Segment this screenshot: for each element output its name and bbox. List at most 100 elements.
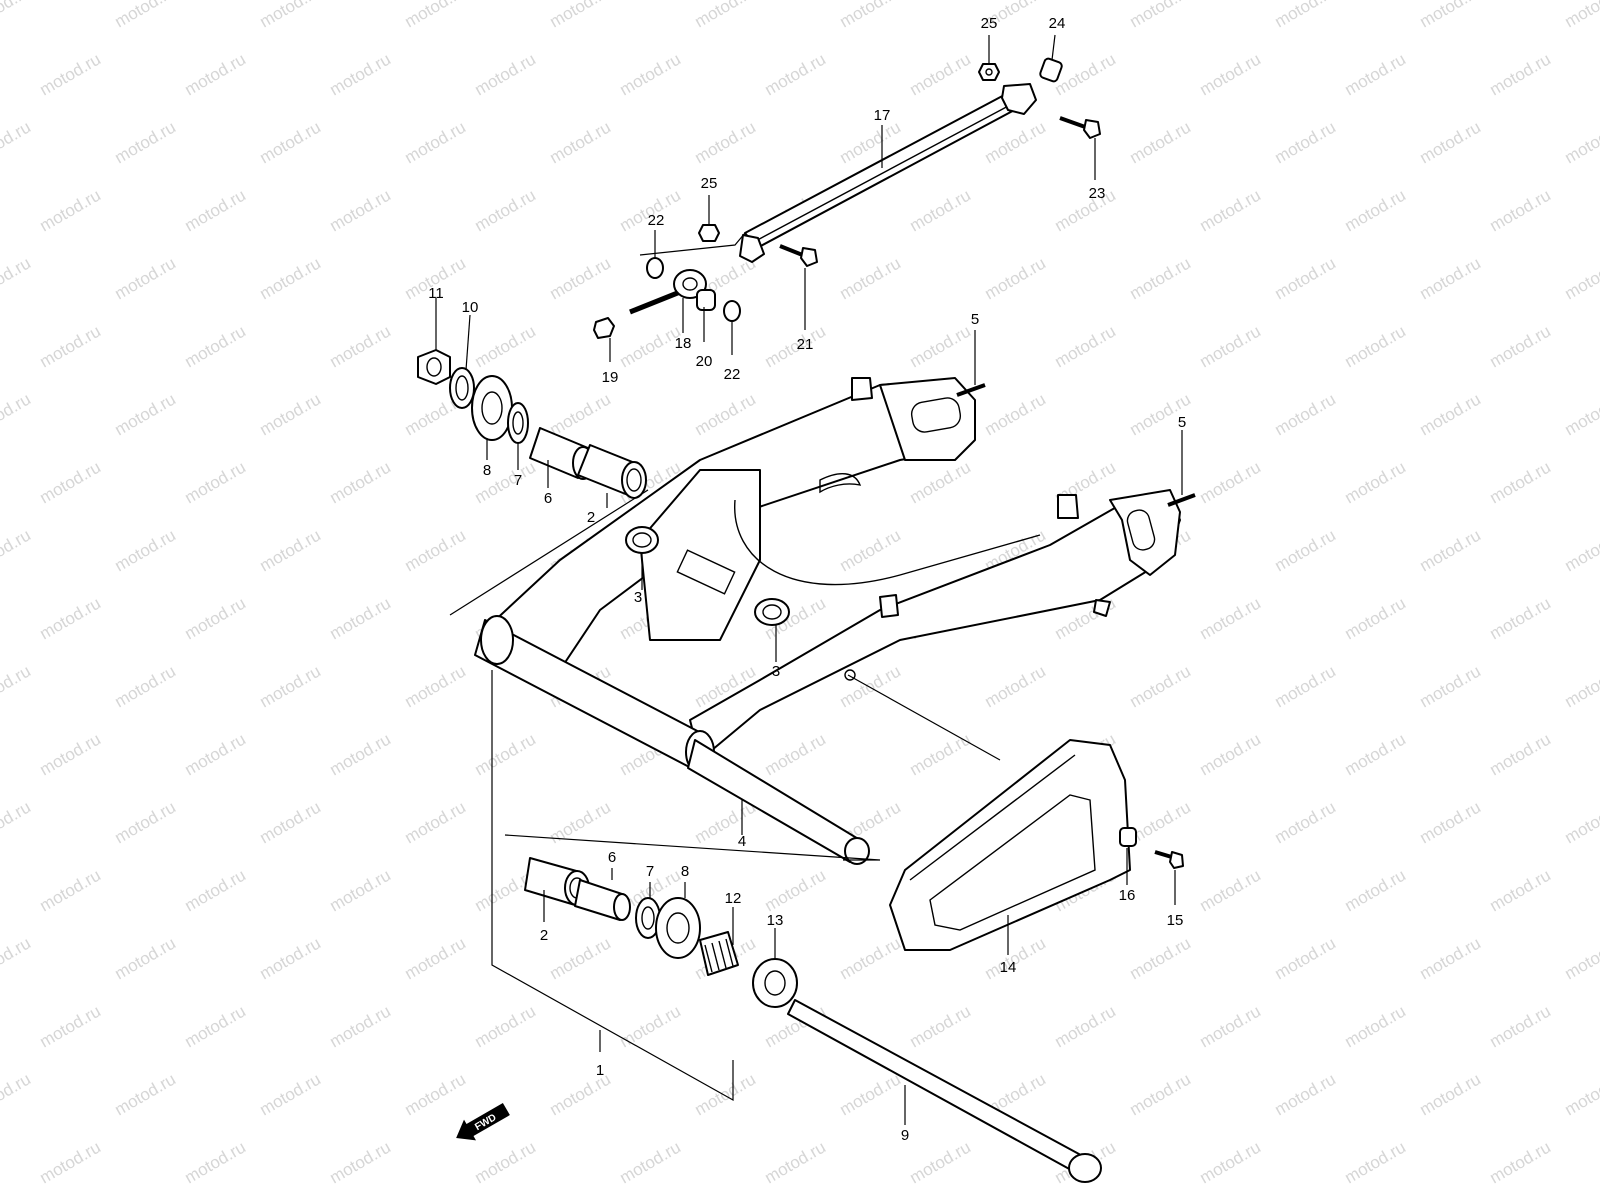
watermark-text: motod.ru <box>181 1001 249 1051</box>
watermark-text: motod.ru <box>326 185 394 235</box>
watermark-text: motod.ru <box>1196 729 1264 779</box>
bearing-part-2-upper <box>577 444 647 499</box>
watermark-text: motod.ru <box>981 253 1049 303</box>
watermark-text: motod.ru <box>1561 525 1600 575</box>
watermark-text: motod.ru <box>546 117 614 167</box>
callout-number-22: 22 <box>648 212 665 229</box>
watermark-text: motod.ru <box>181 185 249 235</box>
watermark-text: motod.ru <box>256 525 324 575</box>
watermark-text: motod.ru <box>36 865 104 915</box>
watermark-text: motod.ru <box>111 797 179 847</box>
watermark-text: motod.ru <box>981 389 1049 439</box>
watermark-text: motod.ru <box>761 729 829 779</box>
watermark-text: motod.ru <box>761 1137 829 1187</box>
callout-number-12: 12 <box>725 890 742 907</box>
watermark-text: motod.ru <box>1051 49 1119 99</box>
watermark-text: motod.ru <box>256 253 324 303</box>
callout-number-13: 13 <box>767 912 784 929</box>
seal-part-8-upper <box>471 375 513 441</box>
watermark-text: motod.ru <box>111 389 179 439</box>
watermark-text: motod.ru <box>0 933 34 983</box>
watermark-text: motod.ru <box>1561 117 1600 167</box>
watermark-text: motod.ru <box>906 729 974 779</box>
watermark-text: motod.ru <box>1196 185 1264 235</box>
watermark-text: motod.ru <box>471 729 539 779</box>
watermark-text: motod.ru <box>1486 865 1554 915</box>
watermark-text: motod.ru <box>1126 1069 1194 1119</box>
spacer-part-6-lower <box>574 879 631 921</box>
watermark-text: motod.ru <box>471 1001 539 1051</box>
watermark-text: motod.ru <box>1196 1137 1264 1187</box>
callout-number-10: 10 <box>462 299 479 316</box>
watermark-text: motod.ru <box>761 865 829 915</box>
watermark-text: motod.ru <box>1486 49 1554 99</box>
watermark-text: motod.ru <box>0 0 34 31</box>
callout-number-15: 15 <box>1167 912 1184 929</box>
watermark-text: motod.ru <box>401 525 469 575</box>
watermark-text: motod.ru <box>181 1137 249 1187</box>
watermark-text: motod.ru <box>546 389 614 439</box>
watermark-text: motod.ru <box>471 49 539 99</box>
callout-number-5: 5 <box>1178 414 1186 431</box>
watermark-text: motod.ru <box>1196 593 1264 643</box>
callout-number-23: 23 <box>1089 185 1106 202</box>
watermark-text: motod.ru <box>36 1001 104 1051</box>
watermark-text: motod.ru <box>1051 321 1119 371</box>
watermark-text: motod.ru <box>1126 253 1194 303</box>
watermark-text: motod.ru <box>1486 457 1554 507</box>
watermark-text: motod.ru <box>836 1069 904 1119</box>
watermark-text: motod.ru <box>0 797 34 847</box>
watermark-text: motod.ru <box>1416 253 1484 303</box>
watermark-text: motod.ru <box>181 729 249 779</box>
watermark-text: motod.ru <box>0 389 34 439</box>
watermark-text: motod.ru <box>1341 1001 1409 1051</box>
watermark-text: motod.ru <box>691 797 759 847</box>
washer-part-22-right <box>723 300 741 322</box>
callout-number-3: 3 <box>772 663 780 680</box>
watermark-text: motod.ru <box>111 1069 179 1119</box>
watermark-text: motod.ru <box>256 933 324 983</box>
watermark-text: motod.ru <box>1271 253 1339 303</box>
watermark-text: motod.ru <box>1341 865 1409 915</box>
watermark-text: motod.ru <box>111 117 179 167</box>
watermark-text: motod.ru <box>1416 797 1484 847</box>
watermark-text: motod.ru <box>0 117 34 167</box>
watermark-text: motod.ru <box>1486 185 1554 235</box>
bolt-part-23 <box>1059 116 1101 139</box>
watermark-text: motod.ru <box>836 661 904 711</box>
locknut-part-13 <box>752 958 798 1008</box>
watermark-text: motod.ru <box>1271 661 1339 711</box>
callout-number-19: 19 <box>602 369 619 386</box>
callout-number-2: 2 <box>587 509 595 526</box>
collar-part-16 <box>1119 827 1137 847</box>
pivot-shaft-part-4 <box>687 739 870 865</box>
watermark-text: motod.ru <box>256 117 324 167</box>
watermark-text: motod.ru <box>906 1001 974 1051</box>
watermark-text: motod.ru <box>36 457 104 507</box>
watermark-text: motod.ru <box>326 865 394 915</box>
watermark-text: motod.ru <box>181 457 249 507</box>
watermark-text: motod.ru <box>906 321 974 371</box>
watermark-text: motod.ru <box>981 661 1049 711</box>
watermark-text: motod.ru <box>471 457 539 507</box>
seal-part-8-lower <box>655 897 701 959</box>
watermark-text: motod.ru <box>1341 321 1409 371</box>
forward-arrow-icon <box>456 1102 510 1141</box>
watermark-text: motod.ru <box>1126 661 1194 711</box>
watermark-text: motod.ru <box>1051 185 1119 235</box>
spacer-part-20 <box>696 289 716 311</box>
callout-number-6: 6 <box>544 490 552 507</box>
watermark-text: motod.ru <box>691 389 759 439</box>
watermark-text: motod.ru <box>1561 253 1600 303</box>
callout-number-1: 1 <box>596 1062 604 1079</box>
watermark-text: motod.ru <box>836 525 904 575</box>
callout-number-21: 21 <box>797 336 814 353</box>
watermark-text: motod.ru <box>1271 0 1339 31</box>
watermark-text: motod.ru <box>326 321 394 371</box>
nut-part-19 <box>593 317 615 339</box>
watermark-text: motod.ru <box>616 49 684 99</box>
watermark-text: motod.ru <box>181 593 249 643</box>
callout-number-24: 24 <box>1049 15 1066 32</box>
